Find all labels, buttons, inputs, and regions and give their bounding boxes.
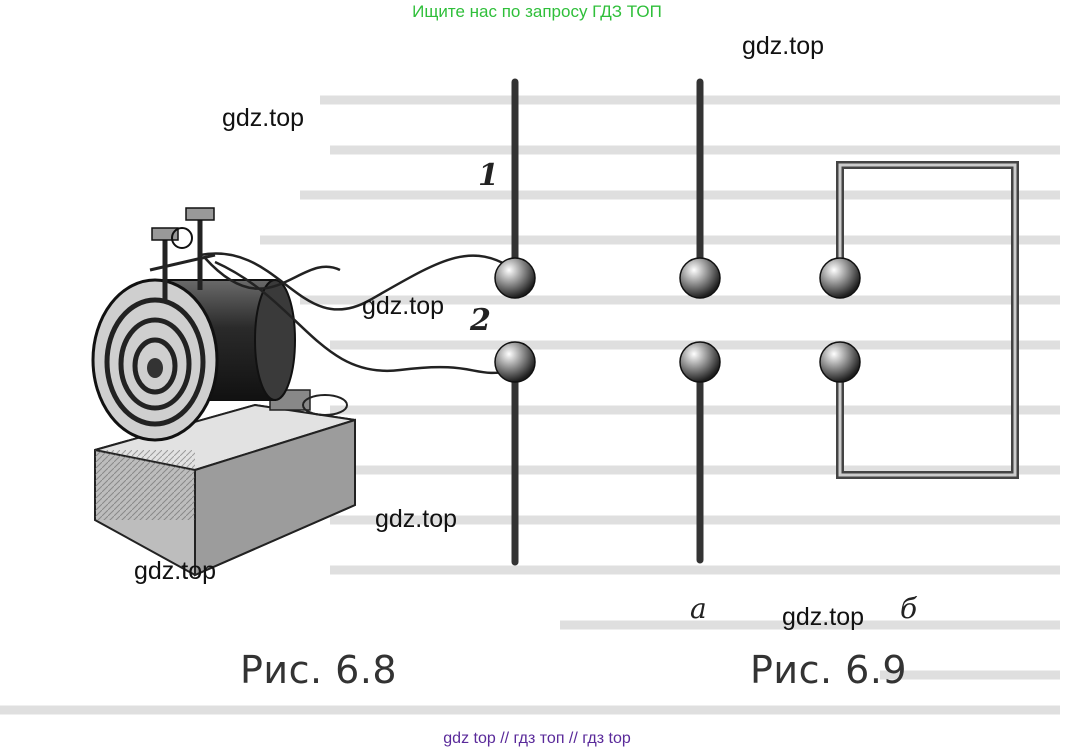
label-a: а: [690, 592, 707, 625]
bottom-banner[interactable]: gdz top // гдз топ // гдз top: [443, 730, 631, 747]
watermark: gdz.top: [782, 603, 865, 631]
watermark: gdz.top: [222, 104, 305, 132]
watermark: gdz.top: [134, 557, 217, 585]
closed-loop-b: [819, 161, 1019, 479]
label-b: б: [900, 592, 918, 625]
connecting-wires: [199, 252, 516, 375]
watermark: gdz.top: [742, 32, 825, 60]
label-1: 1: [478, 158, 499, 193]
background-text-lines: [0, 95, 1060, 715]
open-dipole-a: [679, 78, 721, 564]
caption-fig-6-9: Рис. 6.9: [750, 648, 908, 692]
top-banner[interactable]: Ищите нас по запросу ГДЗ ТОП: [412, 2, 662, 21]
induction-coil: [91, 207, 356, 577]
watermark: gdz.top: [362, 292, 445, 320]
watermark: gdz.top: [375, 505, 458, 533]
label-2: 2: [470, 303, 491, 338]
caption-fig-6-8: Рис. 6.8: [240, 648, 398, 692]
spark-gap-rods: [494, 78, 536, 566]
